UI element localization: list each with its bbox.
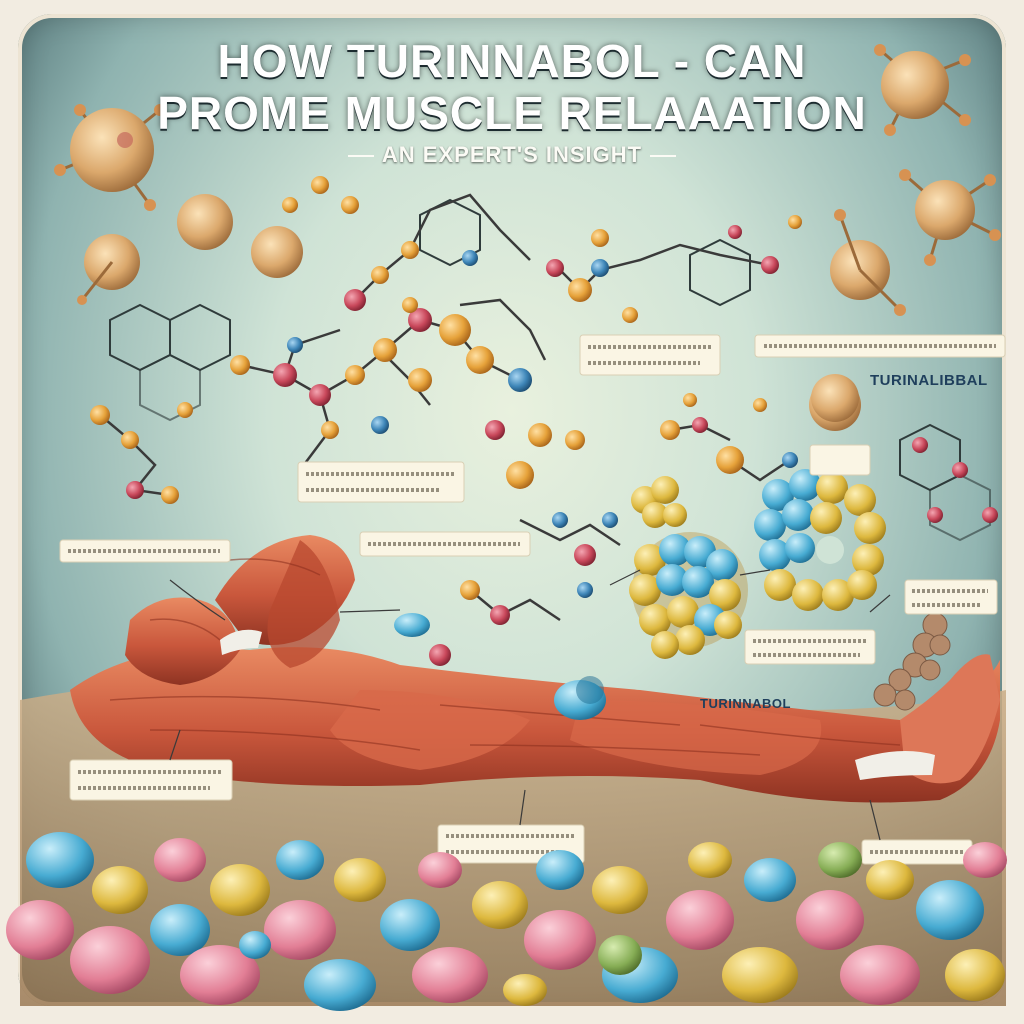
subtitle-rule-left [347,155,374,158]
annotation-leaders [169,569,891,841]
muscle-figure-icon [70,535,1000,803]
page-subtitle: AN EXPERT'S INSIGHT [0,142,1024,168]
subtitle-rule-right [650,155,677,158]
virus-cell-icon [54,104,166,211]
muscle-tag: TURINNABOL [700,696,791,711]
molecule-icon [90,176,998,730]
protein-cluster-icon [629,374,886,659]
virus-cell-icon [77,194,303,305]
virus-cell-icon [874,44,971,136]
page-title-line-1: HOW TURINNABOL - CAN [217,35,807,87]
protein-cluster-icon [873,612,951,711]
turinabol-tag: TURINALIBBAL [870,372,988,389]
page-title-line-2: PROME MUSCLE RELAAATION [157,87,867,139]
subtitle-text: AN EXPERT'S INSIGHT [381,142,643,167]
sphere-bed [6,832,1007,1011]
label-scribbles [68,344,996,854]
